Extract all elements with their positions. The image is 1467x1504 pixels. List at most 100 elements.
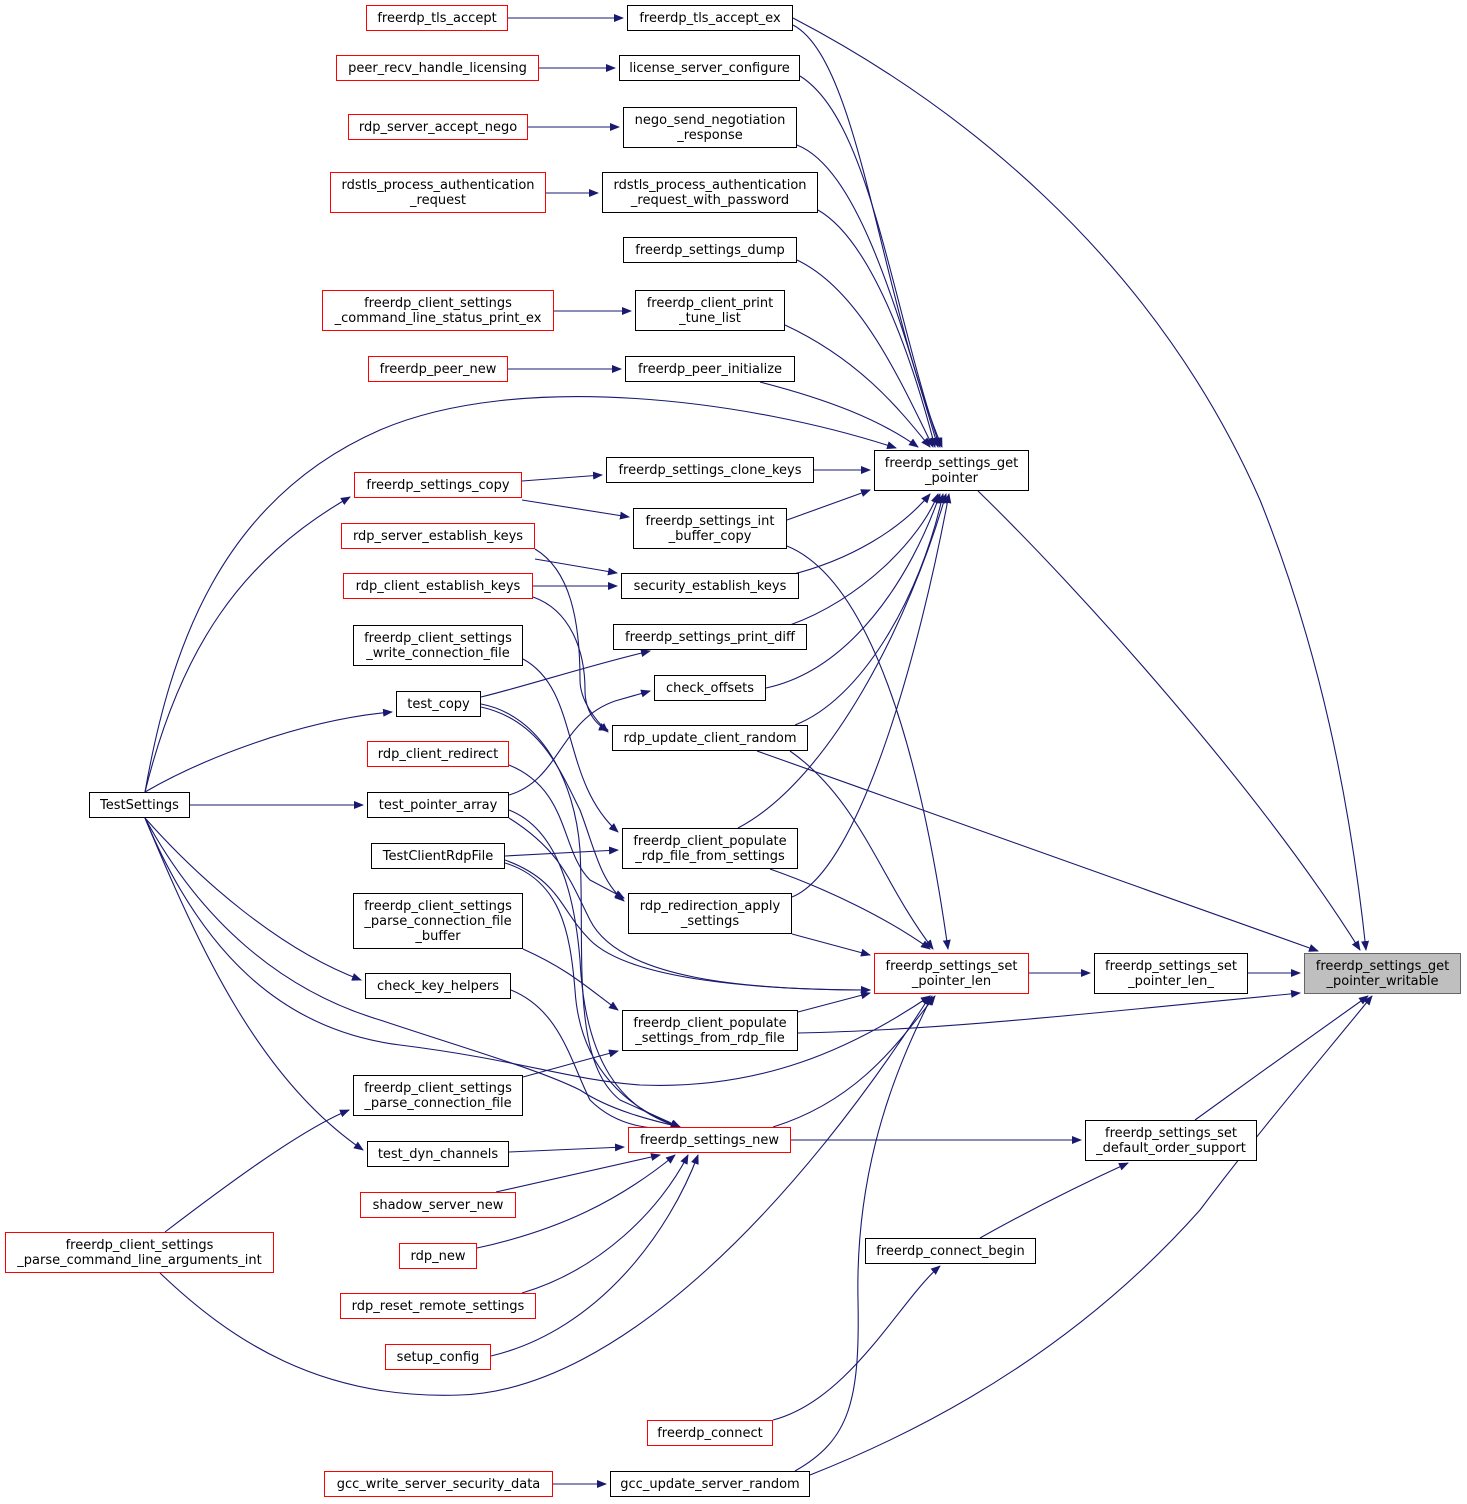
node-check-offsets[interactable]: check_offsets <box>654 675 766 701</box>
node-label: _tune_list <box>679 310 741 326</box>
node-label: TestSettings <box>100 797 179 813</box>
node-label: rdp_update_client_random <box>623 730 797 746</box>
edge-redir_apply-to-get_ptr <box>791 493 952 898</box>
node-dump[interactable]: freerdp_settings_dump <box>623 237 797 263</box>
node-label: rdp_client_establish_keys <box>355 578 521 594</box>
node-peer-init[interactable]: freerdp_peer_initialize <box>625 356 795 382</box>
edge-client_keys-to-update_random <box>532 596 609 731</box>
node-tls-accept-ex[interactable]: freerdp_tls_accept_ex <box>627 5 793 31</box>
node-check-key[interactable]: check_key_helpers <box>365 973 511 999</box>
node-label: _rdp_file_from_settings <box>635 848 785 864</box>
node-peer-recv[interactable]: peer_recv_handle_licensing <box>336 55 539 81</box>
node-pop-rdp-file[interactable]: freerdp_client_populate_rdp_file_from_se… <box>622 828 798 869</box>
edge-cmd_args-to-parse_file <box>164 1109 350 1233</box>
node-cmd-status[interactable]: freerdp_client_settings_command_line_sta… <box>322 290 554 331</box>
node-dyn-channels[interactable]: test_dyn_channels <box>367 1141 509 1167</box>
node-label: _pointer <box>925 470 978 486</box>
node-print-tune[interactable]: freerdp_client_print_tune_list <box>635 290 785 331</box>
node-label: _parse_connection_file <box>364 913 512 929</box>
node-parse-file[interactable]: freerdp_client_settings_parse_connection… <box>353 1075 523 1116</box>
node-label: rdp_server_accept_nego <box>358 119 518 135</box>
edge-connect_begin-to-set_order <box>979 1162 1129 1239</box>
edge-nego_send-to-get_ptr <box>796 144 940 448</box>
node-cmd-args[interactable]: freerdp_client_settings_parse_command_li… <box>5 1232 274 1273</box>
node-label: check_key_helpers <box>376 978 500 994</box>
node-label: freerdp_settings_get <box>1315 958 1450 974</box>
edge-setup_config-to-settings_new <box>490 1154 699 1357</box>
edge-test_copy-to-print_diff <box>480 649 651 698</box>
node-pop-settings[interactable]: freerdp_client_populate_settings_from_rd… <box>622 1010 798 1051</box>
node-connect-begin[interactable]: freerdp_connect_begin <box>865 1238 1036 1264</box>
node-update-random[interactable]: rdp_update_client_random <box>612 725 808 751</box>
node-label: freerdp_settings_set <box>1105 1125 1237 1141</box>
node-parse-buf[interactable]: freerdp_client_settings_parse_connection… <box>353 893 523 949</box>
node-label: freerdp_client_settings <box>364 295 512 311</box>
edge-test_settings-to-settings_copy <box>144 496 351 793</box>
edge-server_keys-to-sec_keys <box>534 558 618 576</box>
edge-print_tune-to-get_ptr <box>784 324 931 448</box>
node-label: test_dyn_channels <box>377 1146 499 1162</box>
edge-redir_apply-to-set_len <box>791 933 871 957</box>
node-write-conn[interactable]: freerdp_client_settings_write_connection… <box>353 625 523 666</box>
node-gcc-update[interactable]: gcc_update_server_random <box>610 1471 810 1497</box>
node-shadow[interactable]: shadow_server_new <box>360 1192 516 1218</box>
node-gcc-write[interactable]: gcc_write_server_security_data <box>324 1471 553 1497</box>
node-connect[interactable]: freerdp_connect <box>647 1420 773 1446</box>
edge-int_buffer-to-get_ptr <box>786 489 871 521</box>
node-license-cfg[interactable]: license_server_configure <box>619 55 800 81</box>
node-get-ptr[interactable]: freerdp_settings_get_pointer <box>874 450 1029 491</box>
node-tls-accept[interactable]: freerdp_tls_accept <box>366 5 508 31</box>
edge-rdp_new-to-settings_new <box>476 1154 676 1249</box>
node-clone-keys[interactable]: freerdp_settings_clone_keys <box>606 457 814 483</box>
node-test-ptr-array[interactable]: test_pointer_array <box>367 792 509 818</box>
node-print-diff[interactable]: freerdp_settings_print_diff <box>613 624 807 650</box>
node-label: freerdp_settings_clone_keys <box>618 462 802 478</box>
node-rdstls-pw[interactable]: rdstls_process_authentication_request_wi… <box>602 172 818 213</box>
node-label: check_offsets <box>665 680 755 696</box>
edge-layer <box>144 14 1373 1488</box>
node-set-len-[interactable]: freerdp_settings_set_pointer_len_ <box>1094 953 1248 994</box>
node-peer-new[interactable]: freerdp_peer_new <box>368 356 508 382</box>
node-label: freerdp_tls_accept_ex <box>639 10 781 26</box>
node-label: _parse_command_line_arguments_int <box>17 1252 262 1268</box>
node-redir-apply[interactable]: rdp_redirection_apply_settings <box>628 893 792 934</box>
edge-license_cfg-to-get_ptr <box>799 75 941 448</box>
node-nego-send[interactable]: nego_send_negotiation_response <box>623 107 797 148</box>
node-label: freerdp_tls_accept <box>377 10 497 26</box>
node-label: _request <box>410 192 466 208</box>
edge-get_ptr-to-target <box>977 490 1361 951</box>
node-label: TestClientRdpFile <box>382 848 494 864</box>
edge-test_client_rdp-to-settings_new <box>504 862 681 1128</box>
node-label: test_copy <box>407 696 470 712</box>
node-test-client-rdp[interactable]: TestClientRdpFile <box>371 843 505 869</box>
node-label: rdp_reset_remote_settings <box>351 1298 525 1314</box>
node-rdp-new[interactable]: rdp_new <box>399 1243 477 1269</box>
node-settings-new[interactable]: freerdp_settings_new <box>628 1127 791 1153</box>
node-set-len[interactable]: freerdp_settings_set_pointer_len <box>874 953 1029 994</box>
node-set-order[interactable]: freerdp_settings_set_default_order_suppo… <box>1085 1120 1257 1161</box>
node-int-buffer[interactable]: freerdp_settings_int_buffer_copy <box>633 508 787 549</box>
node-label: gcc_write_server_security_data <box>336 1476 541 1492</box>
edge-test_settings-to-settings_new <box>144 817 681 1129</box>
node-client-redirect[interactable]: rdp_client_redirect <box>367 741 509 767</box>
edge-rdstls_pw-to-get_ptr <box>817 209 937 448</box>
node-setup-config[interactable]: setup_config <box>385 1344 491 1370</box>
node-reset-remote[interactable]: rdp_reset_remote_settings <box>340 1293 536 1319</box>
node-label: freerdp_settings_get <box>884 455 1019 471</box>
edge-peer_init-to-get_ptr <box>759 381 919 448</box>
node-sec-keys[interactable]: security_establish_keys <box>621 573 799 599</box>
node-test-copy[interactable]: test_copy <box>396 691 481 717</box>
edge-client_redirect-to-redir_apply <box>508 764 625 899</box>
node-label: _settings_from_rdp_file <box>635 1030 785 1046</box>
node-client-keys[interactable]: rdp_client_establish_keys <box>343 573 533 599</box>
node-label: freerdp_connect_begin <box>876 1243 1025 1259</box>
edge-settings_copy-to-int_buffer <box>521 499 630 520</box>
edge-write_conn-to-pop_rdp_file <box>522 658 619 833</box>
node-label: rdp_client_redirect <box>377 746 499 762</box>
node-test-settings[interactable]: TestSettings <box>89 792 190 818</box>
node-settings-copy[interactable]: freerdp_settings_copy <box>354 472 522 498</box>
node-server-keys[interactable]: rdp_server_establish_keys <box>341 523 535 549</box>
node-rdstls[interactable]: rdstls_process_authentication_request <box>330 172 546 213</box>
node-server-accept-nego[interactable]: rdp_server_accept_nego <box>348 114 528 140</box>
edge-shadow-to-settings_new <box>495 1153 661 1193</box>
